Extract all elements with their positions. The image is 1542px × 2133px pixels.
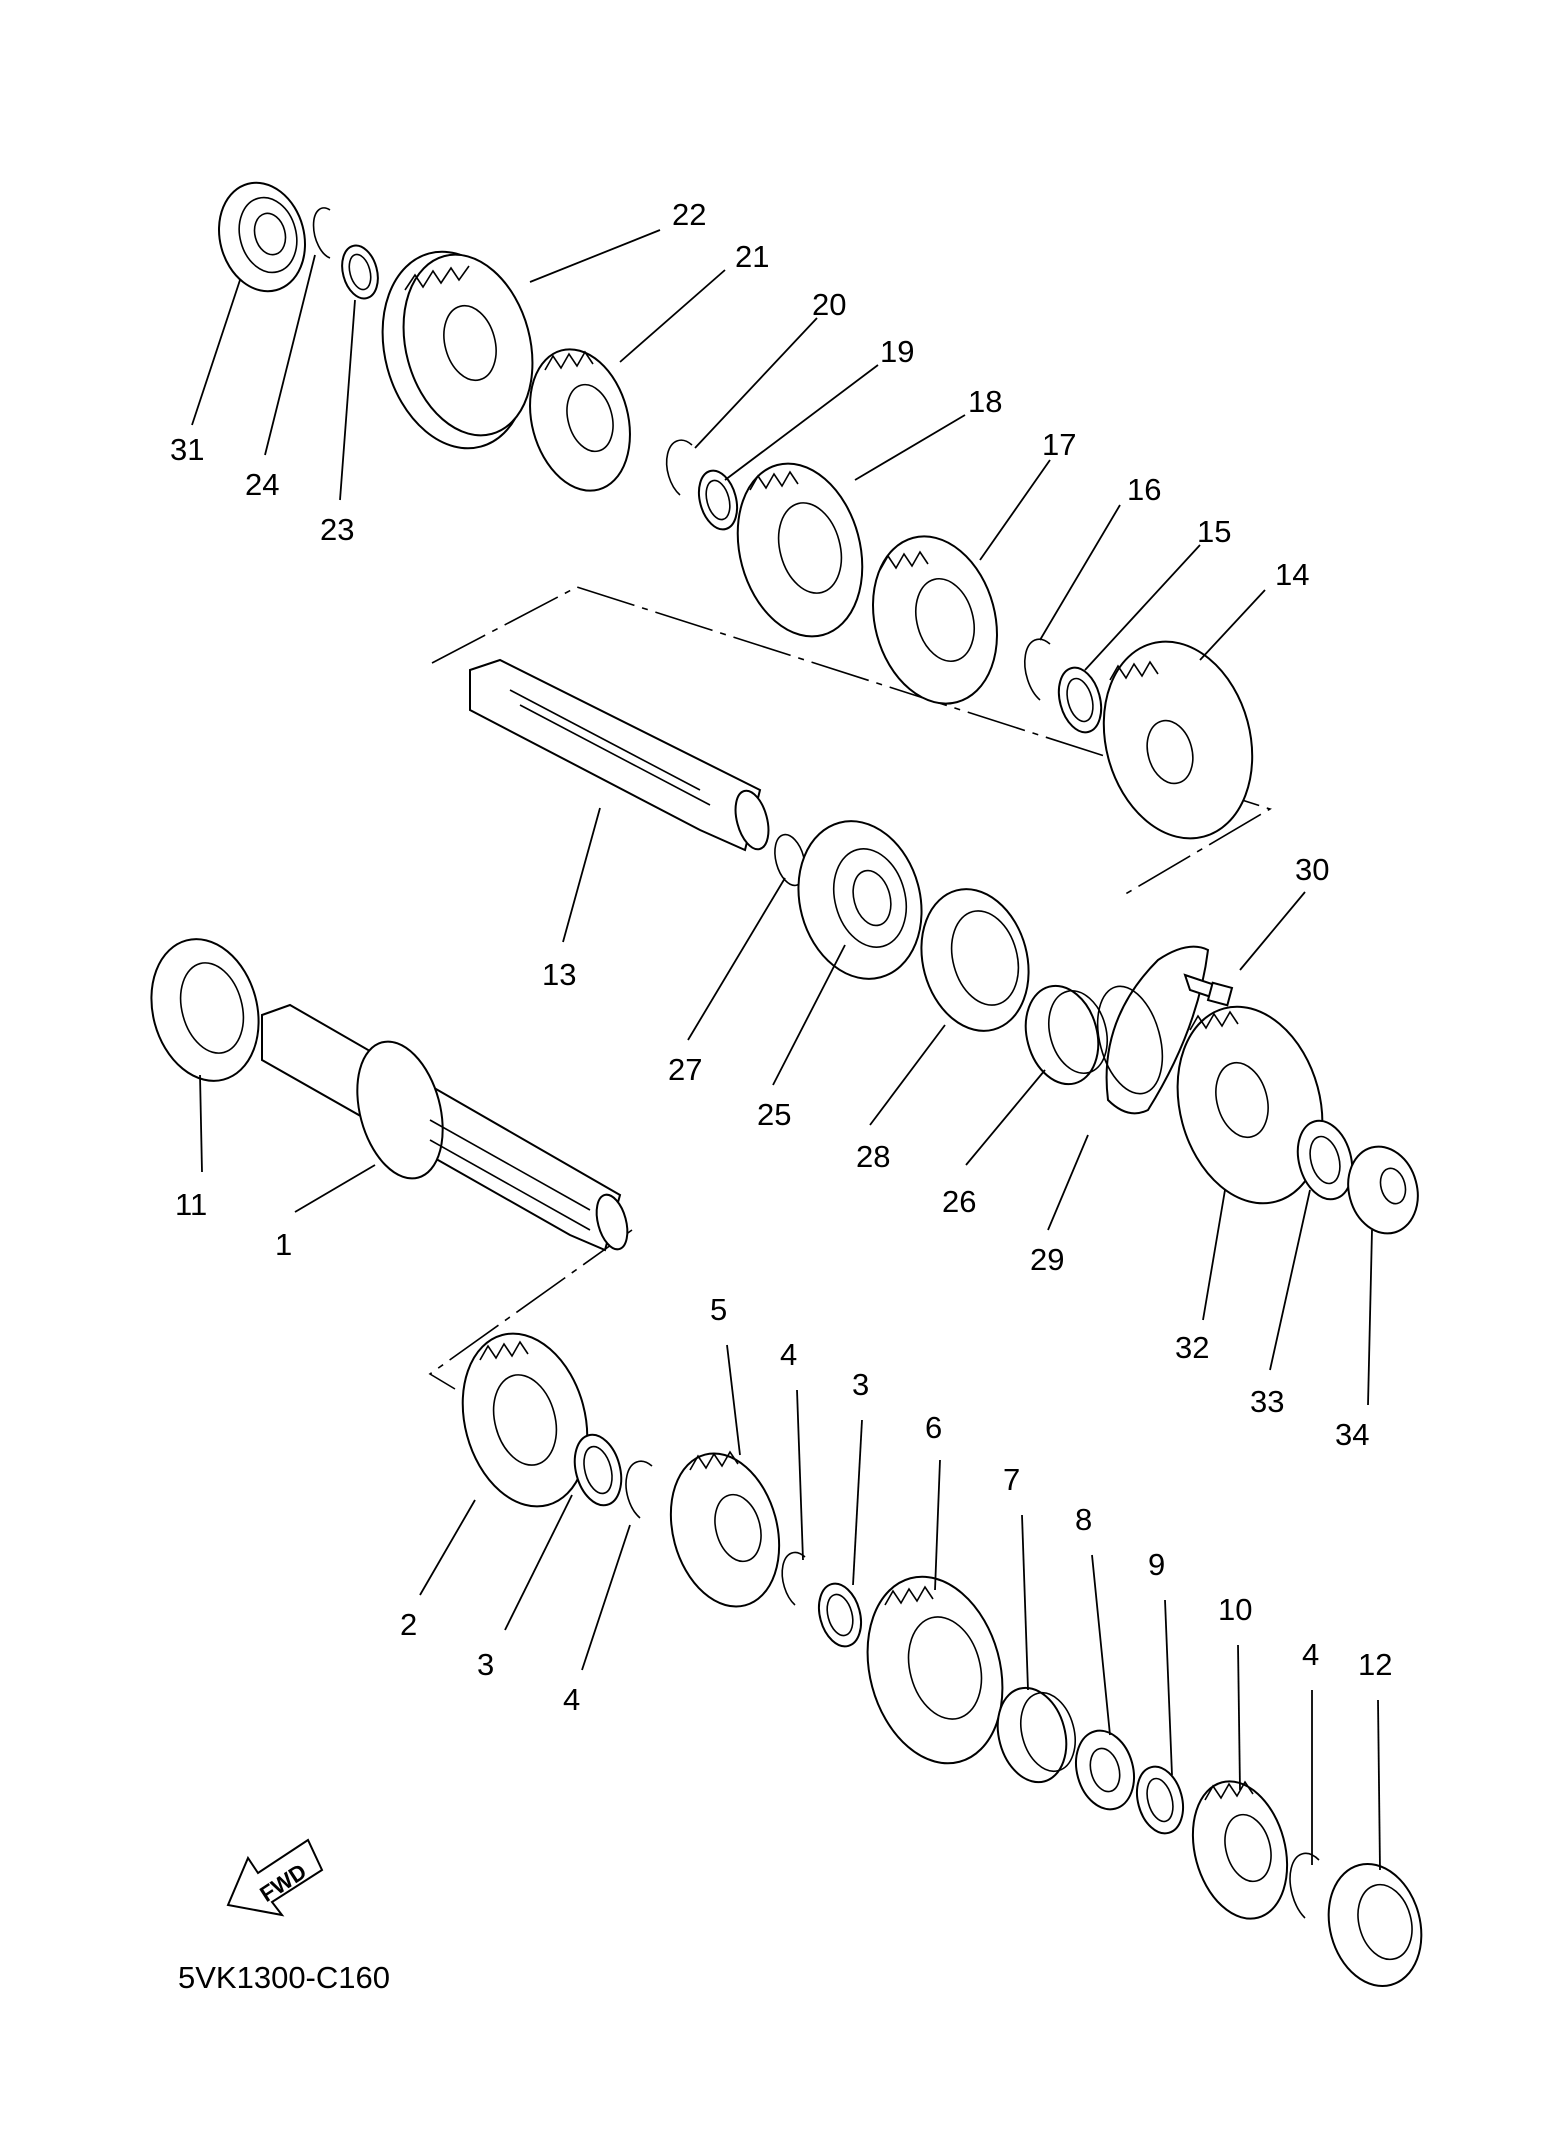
- part-8-lock-washer: [1075, 1729, 1135, 1811]
- lower-assembly-frame: [428, 1229, 633, 1390]
- part-9-washer: [1135, 1765, 1185, 1835]
- callout-22: 22: [672, 197, 706, 232]
- callout-23: 23: [320, 512, 354, 547]
- callout-20: 20: [812, 287, 846, 322]
- callout-1: 1: [275, 1227, 292, 1262]
- part-31-bearing: [218, 181, 306, 293]
- part-29-plate: [1096, 945, 1210, 1115]
- part-1-main-shaft: [261, 1003, 629, 1252]
- callout-27: 27: [668, 1052, 702, 1087]
- diagram-code: 5VK1300-C160: [178, 1960, 390, 1995]
- part-2-gear: [461, 1332, 589, 1508]
- part-32-sprocket: [1176, 1005, 1324, 1205]
- callout-29: 29: [1030, 1242, 1064, 1277]
- part-30-bolt: [1183, 973, 1234, 1007]
- callout-5: 5: [710, 1292, 727, 1327]
- callout-24: 24: [245, 467, 279, 502]
- part-4-circlip-b: [781, 1551, 806, 1606]
- part-13-main-axle: [469, 658, 770, 852]
- part-3-washer-b: [817, 1582, 863, 1648]
- callout-14: 14: [1275, 557, 1309, 592]
- callout-13: 13: [542, 957, 576, 992]
- part-25-bearing: [797, 820, 923, 980]
- callout-32: 32: [1175, 1330, 1209, 1365]
- callout-18: 18: [968, 384, 1002, 419]
- callout-15: 15: [1197, 514, 1231, 549]
- part-26-collar: [1024, 984, 1108, 1086]
- part-4-circlip-a: [625, 1460, 653, 1519]
- part-24-circlip: [312, 207, 331, 259]
- leader-lines: [191, 229, 1381, 1871]
- part-16-circlip: [1024, 638, 1051, 701]
- part-6-gear: [866, 1575, 1004, 1765]
- part-7-collar: [996, 1686, 1076, 1784]
- callout-6: 6: [925, 1410, 942, 1445]
- callout-8: 8: [1075, 1502, 1092, 1537]
- callout-16: 16: [1127, 472, 1161, 507]
- callout-21: 21: [735, 239, 769, 274]
- callout-11: 11: [175, 1187, 207, 1222]
- part-19-washer: [697, 469, 739, 531]
- part-15-washer: [1057, 666, 1103, 734]
- callout-4b: 4: [563, 1682, 580, 1717]
- part-14-gear: [1102, 640, 1254, 840]
- callout-30: 30: [1295, 852, 1329, 887]
- callout-34: 34: [1335, 1417, 1369, 1452]
- part-34-nut: [1347, 1145, 1419, 1235]
- callout-3b: 3: [477, 1647, 494, 1682]
- part-5-gear: [669, 1450, 781, 1608]
- callout-2: 2: [400, 1607, 417, 1642]
- part-21-gear: [529, 348, 631, 492]
- part-17-gear: [872, 535, 998, 705]
- callout-4a: 4: [780, 1337, 797, 1372]
- callout-28: 28: [856, 1139, 890, 1174]
- part-23-washer: [341, 244, 379, 300]
- part-10-gear: [1191, 1780, 1289, 1920]
- callout-31: 31: [170, 432, 204, 467]
- callout-33: 33: [1250, 1384, 1284, 1419]
- callout-numbers: 22 21 20 19 18 17 16 15 14 31 24 23 13 2…: [170, 197, 1392, 1717]
- part-20-circlip: [665, 439, 693, 496]
- part-22-gear: [381, 250, 534, 450]
- part-12-bearing: [1327, 1862, 1423, 1988]
- fwd-arrow-icon: FWD: [226, 1838, 324, 1917]
- callout-25: 25: [757, 1097, 791, 1132]
- callout-3a: 3: [852, 1367, 869, 1402]
- part-4-circlip-c: [1289, 1852, 1320, 1919]
- part-3-washer-a: [573, 1433, 623, 1507]
- part-11-bearing: [150, 938, 260, 1082]
- callout-7: 7: [1003, 1462, 1020, 1497]
- callout-9: 9: [1148, 1547, 1165, 1582]
- callout-17: 17: [1042, 427, 1076, 462]
- part-33-lock-washer: [1296, 1119, 1354, 1201]
- callout-12: 12: [1358, 1647, 1392, 1682]
- part-28-oil-seal: [920, 888, 1030, 1032]
- callout-26: 26: [942, 1184, 976, 1219]
- callout-10: 10: [1218, 1592, 1252, 1627]
- callout-4c: 4: [1302, 1637, 1319, 1672]
- callout-19: 19: [880, 334, 914, 369]
- part-18-gear: [736, 462, 864, 638]
